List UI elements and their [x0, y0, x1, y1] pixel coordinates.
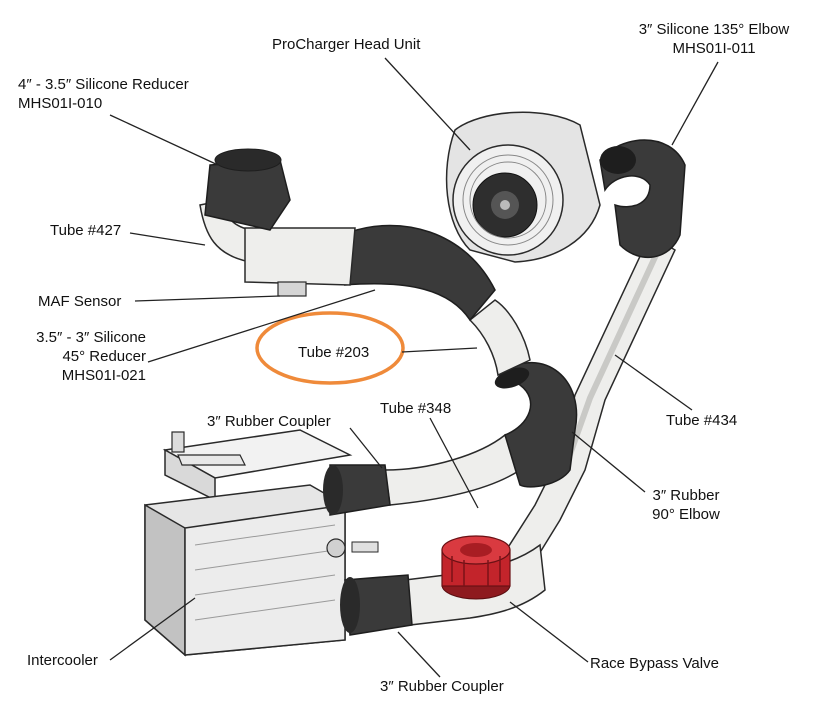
leader-reducer-35-3: [147, 289, 376, 363]
label-race-bypass-valve-text: Race Bypass Valve: [590, 655, 719, 672]
label-rubber-elbow-90-line1: 3″ Rubber: [652, 487, 720, 504]
label-procharger-head-text: ProCharger Head Unit: [272, 36, 421, 53]
rubber-coupler-bottom-shape: [340, 574, 413, 636]
label-rubber-coupler-bottom: 3″ Rubber Coupler: [380, 677, 504, 696]
label-reducer-4-35: 4″ - 3.5″ Silicone Reducer MHS01I-010: [18, 75, 189, 113]
tube-203-shape: [468, 299, 531, 377]
leader-intercooler: [109, 597, 196, 661]
leader-tube-434: [614, 354, 693, 411]
intercooler-shape: [144, 429, 379, 657]
label-tube-203: Tube #203: [298, 343, 369, 362]
race-bypass-valve-shape: [441, 535, 511, 600]
label-tube-348: Tube #348: [380, 399, 451, 418]
label-reducer-35-3-line1: 3.5″ - 3″ Silicone: [36, 329, 146, 346]
label-rubber-coupler-top-text: 3″ Rubber Coupler: [207, 413, 331, 430]
leader-tube-427: [129, 232, 206, 246]
tube-434-shape: [499, 233, 676, 587]
label-tube-348-text: Tube #348: [380, 400, 452, 417]
label-procharger-head: ProCharger Head Unit: [272, 35, 420, 54]
label-reducer-4-35-line1: 4″ - 3.5″ Silicone Reducer: [18, 76, 189, 93]
leader-tube-203: [401, 347, 478, 353]
label-tube-434: Tube #434: [666, 411, 737, 430]
label-tube-203-text: Tube #203: [298, 344, 370, 361]
leader-maf-sensor: [134, 295, 281, 302]
elbow-135-shape: [599, 139, 686, 259]
label-reducer-35-3: 3.5″ - 3″ Silicone 45° Reducer MHS01I-02…: [18, 328, 146, 385]
label-elbow-135-line1: 3″ Silicone 135° Elbow: [638, 21, 790, 38]
label-reducer-35-3-line3: MHS01I-021: [61, 367, 146, 384]
label-intercooler: Intercooler: [27, 651, 98, 670]
rubber-elbow-90-shape: [494, 361, 578, 488]
rubber-coupler-top-shape: [323, 464, 391, 516]
label-rubber-coupler-bottom-text: 3″ Rubber Coupler: [380, 678, 504, 695]
label-rubber-elbow-90-line2: 90° Elbow: [652, 506, 720, 523]
highlight-ring: [255, 311, 405, 385]
reducer-45-shape: [344, 224, 496, 322]
label-tube-427: Tube #427: [50, 221, 121, 240]
label-rubber-coupler-top: 3″ Rubber Coupler: [207, 412, 331, 431]
label-tube-427-text: Tube #427: [50, 222, 122, 239]
label-reducer-4-35-line2: MHS01I-010: [18, 95, 103, 112]
label-rubber-elbow-90: 3″ Rubber 90° Elbow: [636, 486, 736, 524]
reducer-4-35-shape: [204, 148, 291, 231]
tube-348-shape: [384, 433, 521, 506]
label-elbow-135-line2: MHS01I-011: [672, 40, 756, 57]
label-intercooler-text: Intercooler: [27, 652, 98, 669]
label-tube-434-text: Tube #434: [666, 412, 738, 429]
leader-rubber-coupler-top: [349, 427, 383, 469]
leader-tube-348: [429, 417, 479, 509]
label-maf-sensor: MAF Sensor: [38, 292, 121, 311]
leader-rubber-elbow-90: [571, 431, 646, 493]
label-maf-sensor-text: MAF Sensor: [38, 293, 122, 310]
leader-procharger-head: [384, 57, 471, 151]
label-race-bypass-valve: Race Bypass Valve: [590, 654, 719, 673]
leader-race-bypass-valve: [509, 601, 589, 663]
label-elbow-135: 3″ Silicone 135° Elbow MHS01I-011: [622, 20, 806, 58]
leader-reducer-4-35: [109, 114, 219, 166]
label-reducer-35-3-line2: 45° Reducer: [62, 348, 146, 365]
leader-rubber-coupler-bottom: [397, 631, 441, 678]
leader-elbow-135: [671, 61, 719, 146]
procharger-head-shape: [445, 111, 601, 263]
